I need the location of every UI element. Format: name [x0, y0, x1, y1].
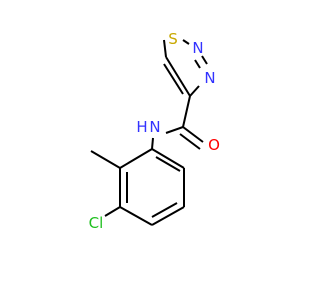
- nitrogen-atom-label-top: N: [192, 39, 203, 57]
- bond-carbonyl-n: [165, 126, 184, 134]
- molecule-structure: S N N O N H Cl: [89, 30, 220, 232]
- bond-n-n-double: [194, 59, 201, 69]
- bond-ring-1-2: [151, 148, 185, 169]
- bond-c4-c5-double: [163, 63, 184, 95]
- bond-n-c4: [189, 85, 200, 97]
- sulfur-atom-label: S: [168, 30, 178, 48]
- bond-n-n: [201, 55, 208, 65]
- atom-labels: S N N O N H Cl: [89, 30, 220, 232]
- bond-carbonyl-o: [182, 126, 204, 143]
- bond-c-cl: [104, 206, 121, 217]
- amide-nitrogen-label: N: [149, 118, 160, 136]
- bond-ring-3-4-double: [151, 202, 178, 218]
- bond-s-c5: [163, 39, 167, 58]
- bond-n-aryl: [151, 137, 154, 150]
- amide-hydrogen-label: H: [136, 118, 147, 136]
- bonds: [90, 39, 208, 226]
- chlorine-atom-label: Cl: [89, 214, 104, 232]
- bond-s-n: [182, 39, 190, 45]
- bond-ring-3-4: [151, 206, 185, 226]
- bond-ring-4-5: [119, 206, 153, 226]
- bond-methyl: [90, 150, 121, 169]
- bond-ring-6-1: [119, 148, 153, 169]
- bond-c4-carbonyl: [182, 95, 191, 128]
- bond-c4-c5: [165, 56, 191, 97]
- bond-carbonyl-o-double: [179, 133, 201, 150]
- bond-ring-1-2-double: [155, 156, 181, 172]
- oxygen-atom-label: O: [208, 136, 220, 154]
- nitrogen-atom-label-bottom: N: [204, 69, 215, 87]
